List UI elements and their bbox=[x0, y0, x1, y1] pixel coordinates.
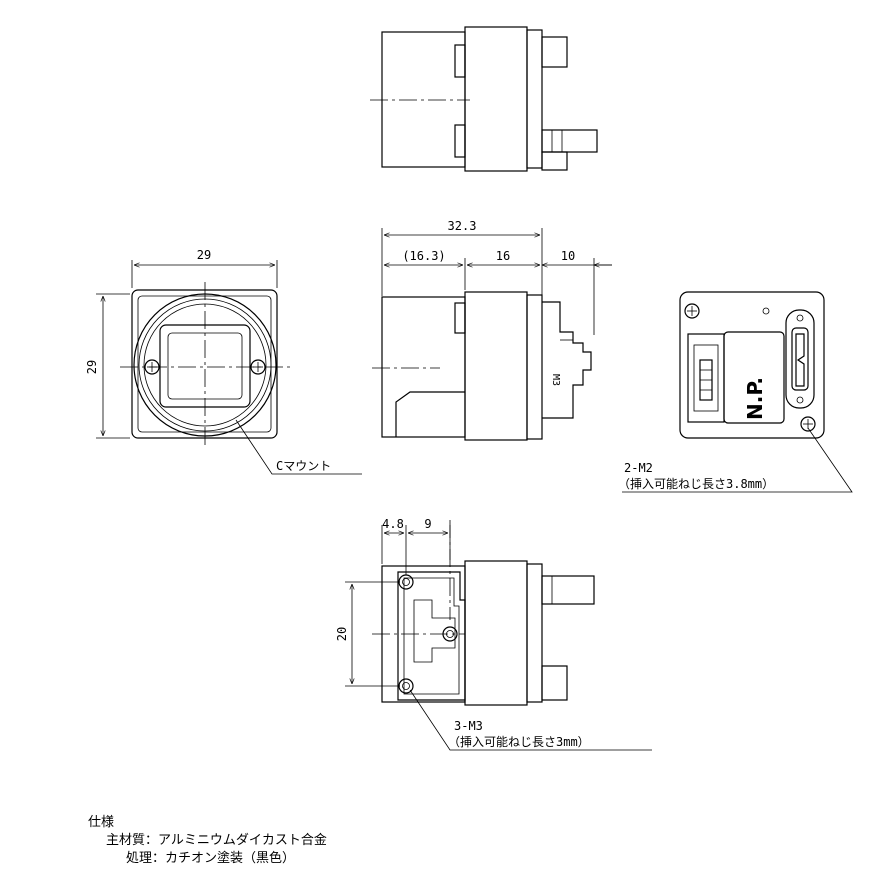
rear-thread-label: 2-M2 bbox=[624, 461, 653, 475]
rear-thread-note: （挿入可能ねじ長さ3.8mm） bbox=[618, 477, 774, 491]
bottom-view bbox=[345, 520, 652, 751]
dim-front-height: 29 bbox=[85, 360, 99, 374]
rear-screw-top-icon bbox=[684, 303, 700, 319]
spec-heading: 仕様 bbox=[88, 815, 115, 830]
spec-finish: 処理：カチオン塗装（黒色） bbox=[126, 851, 296, 866]
specification-block: 仕様 主材質：アルミニウムダイカスト合金 処理：カチオン塗装（黒色） bbox=[88, 814, 327, 868]
dim-side-mid: 16 bbox=[496, 249, 510, 263]
side-connector-label: M3 bbox=[550, 374, 561, 386]
rear-screw-bottom-icon bbox=[800, 416, 816, 432]
dim-side-body: (16.3) bbox=[402, 249, 445, 263]
rear-name-plate-label: N.P. bbox=[743, 377, 767, 420]
dim-bottom-offset: 4.8 bbox=[382, 517, 404, 531]
side-view bbox=[372, 228, 612, 441]
rear-view bbox=[622, 291, 853, 493]
bottom-thread-label: 3-M3 bbox=[454, 719, 483, 733]
front-view bbox=[96, 260, 362, 475]
dim-side-total: 32.3 bbox=[448, 219, 477, 233]
dim-bottom-span: 9 bbox=[424, 517, 431, 531]
spec-material: 主材質：アルミニウムダイカスト合金 bbox=[106, 833, 327, 848]
dim-front-width: 29 bbox=[197, 248, 211, 262]
bottom-hole-top-icon bbox=[398, 574, 414, 590]
dim-side-conn: 10 bbox=[561, 249, 575, 263]
bottom-thread-note: （挿入可能ねじ長さ3mm） bbox=[448, 735, 590, 749]
dim-bottom-height: 20 bbox=[335, 627, 349, 641]
top-view bbox=[370, 26, 598, 172]
c-mount-label: Cマウント bbox=[276, 459, 331, 473]
